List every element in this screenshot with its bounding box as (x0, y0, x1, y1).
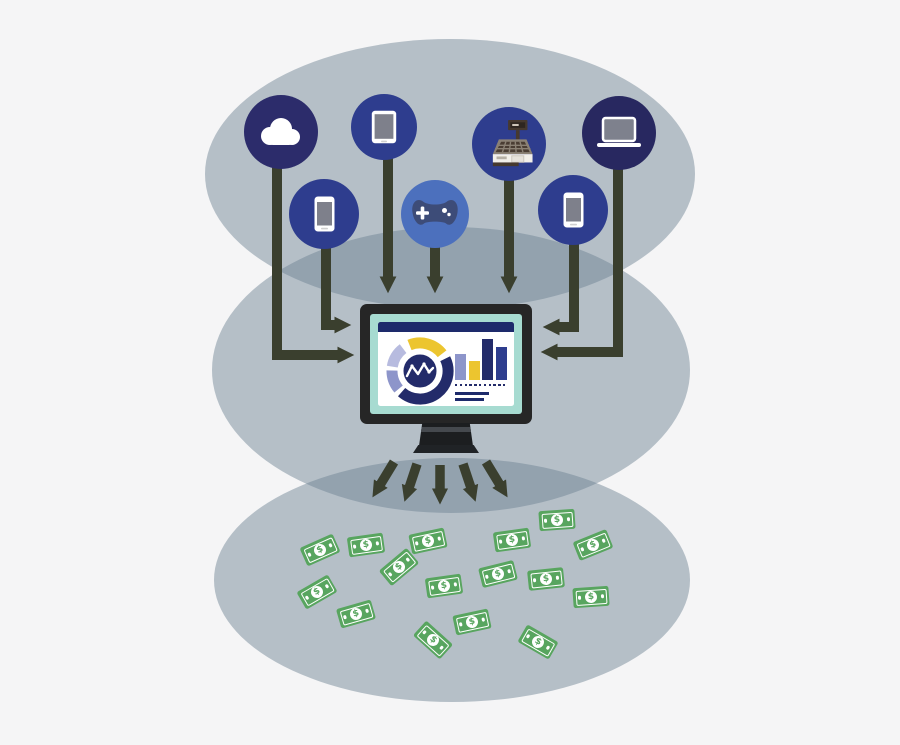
bar-chart (378, 322, 514, 406)
device-circle-tablet (351, 94, 417, 160)
dotted-separator-dot (459, 384, 463, 387)
smartphone-icon (563, 192, 583, 228)
dashboard-text-line-2 (455, 398, 484, 401)
donut-chart (380, 335, 460, 406)
dotted-separator-dot (488, 384, 491, 387)
bill-dot-right (375, 541, 380, 546)
device-circle-cloud (244, 95, 318, 169)
device-circle-smartphone-left (289, 179, 359, 249)
dotted-separator-dot (469, 384, 472, 387)
tablet-icon (371, 110, 397, 144)
bill-dot-right (521, 536, 526, 541)
inflow-arrow-from-cloud (272, 167, 355, 364)
dotted-separator-dot (503, 384, 506, 387)
outflow-arrow-4 (458, 462, 479, 502)
bill-dot-right (555, 575, 560, 580)
donut-chart-svg (386, 337, 454, 405)
outflow-arrow-1 (372, 459, 399, 498)
cash-register-icon (492, 120, 533, 167)
outflow-arrow-2 (401, 462, 422, 502)
bar-chart-bar-2 (468, 361, 480, 380)
monitor-screen-frame (370, 314, 522, 414)
smartphone-icon (314, 196, 334, 232)
monitor-stand-neck (419, 423, 473, 446)
inflow-arrow-from-laptop (540, 168, 623, 361)
bill-dot-right (481, 617, 486, 622)
bar-chart-bar-3 (482, 339, 493, 380)
donut-segment-1 (407, 337, 447, 358)
dotted-separator-dot (479, 384, 482, 387)
device-circle-smartphone-right (538, 175, 608, 245)
money-bill: $ (572, 585, 610, 609)
bill-dot-right (437, 536, 442, 541)
sparkline-dot (427, 370, 431, 374)
dotted-separator-dot (498, 384, 501, 387)
device-circle-cash-register (472, 107, 546, 181)
money-bill: $ (538, 508, 576, 532)
dotted-separator-dot (493, 384, 496, 387)
laptop-icon (597, 116, 641, 147)
inflow-arrow-from-smartphone-right (542, 243, 579, 336)
monitor-stand-stripe (419, 427, 473, 432)
sparkline-dot (422, 362, 426, 366)
dotted-separator-dot (483, 384, 487, 387)
dotted-separator-dot (474, 384, 477, 387)
bill-dot-right (566, 517, 571, 522)
monitor-stand-base (413, 445, 479, 453)
sparkline-dot (410, 364, 414, 368)
game-controller-icon (412, 200, 458, 225)
cloud-icon (261, 118, 300, 145)
dashboard-text-line-1 (455, 392, 489, 395)
money-bill: $ (527, 567, 565, 591)
device-circle-laptop (582, 96, 656, 170)
dotted-separator-dot (455, 384, 458, 387)
outflow-arrow-5 (481, 459, 508, 498)
donut-segment-3 (386, 370, 404, 393)
bar-chart-bar-1 (455, 354, 466, 380)
bill-dot-right (453, 582, 458, 587)
dashboard-window (378, 322, 514, 406)
inflow-arrow-from-smartphone-left (321, 248, 352, 334)
dotted-separator-dot (464, 384, 467, 387)
bill-dot-right (600, 594, 605, 599)
donut-segment-2 (397, 356, 454, 405)
monitor (360, 304, 532, 424)
device-circle-game-controller (401, 180, 469, 248)
dashboard-header-bar (378, 322, 514, 332)
bar-chart-bar-4 (495, 347, 507, 380)
donut-segment-4 (386, 344, 407, 368)
